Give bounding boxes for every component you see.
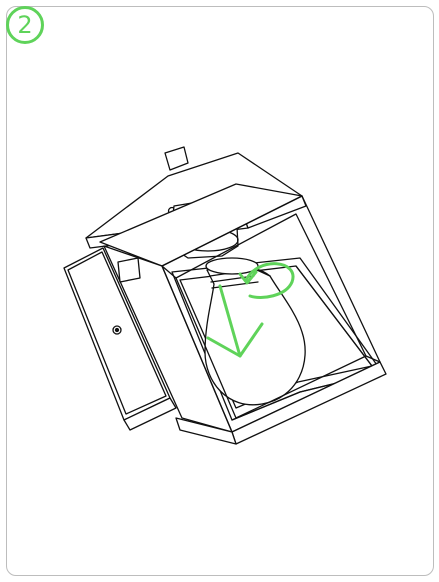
rotation-arrow-icon [238, 262, 295, 299]
step-number-badge: 2 [6, 6, 44, 44]
front-frame [99, 183, 387, 445]
mounting-plate [63, 247, 177, 431]
down-arrow-icon [206, 284, 264, 358]
inner-bracket [117, 257, 141, 283]
